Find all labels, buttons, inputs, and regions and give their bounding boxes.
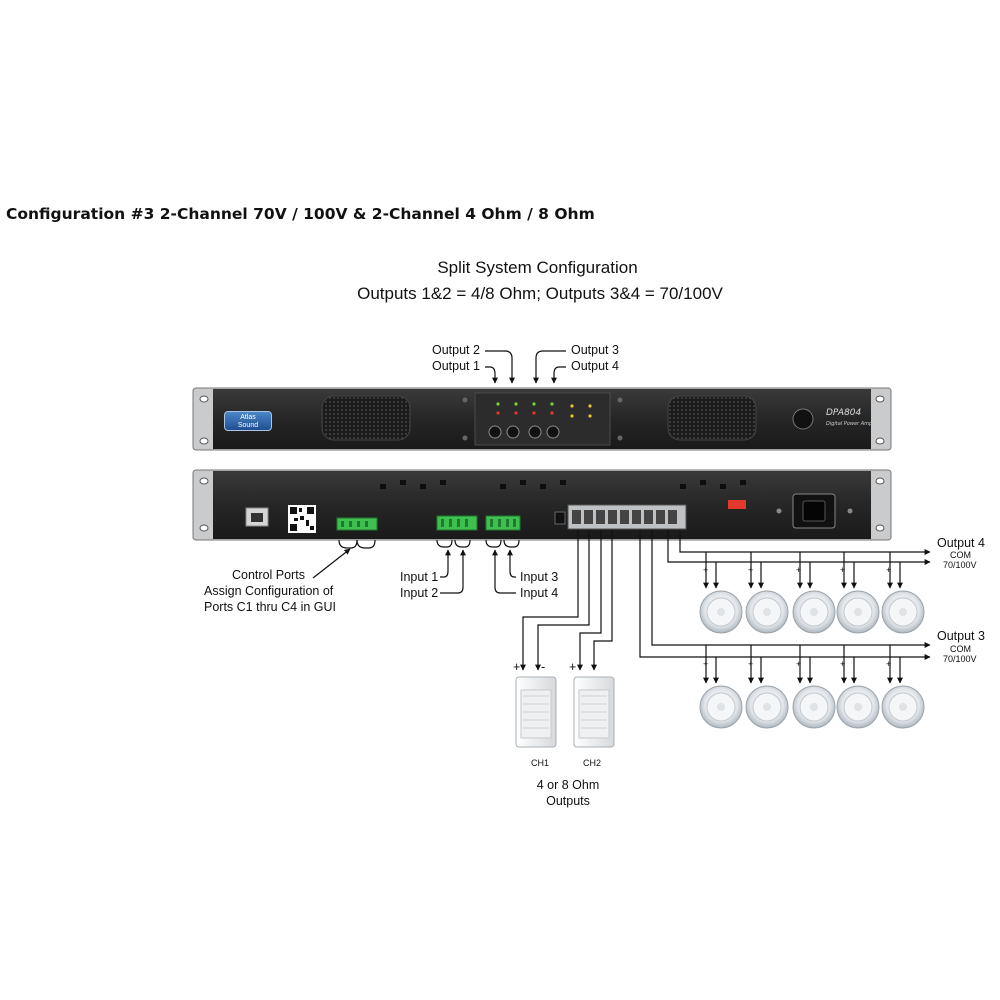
polarity-plus: +: [886, 659, 892, 669]
ohm-outputs-line2: Outputs: [546, 794, 590, 808]
input-callouts: [436, 539, 520, 594]
label-output-1: Output 1: [432, 359, 480, 373]
ohm-output-wiring: [520, 530, 613, 671]
output3-wiring: [639, 530, 931, 684]
diagram-subtitle: Outputs 1&2 = 4/8 Ohm; Outputs 3&4 = 70/…: [357, 284, 723, 303]
polarity-plus: +: [886, 565, 892, 575]
output3-com: COM: [950, 644, 971, 654]
ch2-plus: +: [569, 660, 577, 674]
ch1-minus: -: [541, 660, 546, 674]
label-output-3: Output 3: [571, 343, 619, 357]
label-input-1: Input 1: [400, 570, 439, 584]
wall-speakers: [515, 676, 615, 748]
speaker-ch1-label: CH1: [531, 758, 550, 768]
front-output-arrows: [485, 350, 566, 384]
diagram-title: Split System Configuration: [437, 258, 638, 277]
ceiling-speakers-output3: [699, 685, 925, 729]
amplifier-front-panel: [192, 387, 892, 451]
label-output-4: Output 4: [571, 359, 619, 373]
amplifier-rear-panel: [192, 469, 892, 541]
output4-voltage: 70/100V: [943, 560, 977, 570]
label-input-4: Input 4: [520, 586, 559, 600]
polarity-plus: +: [703, 565, 709, 575]
ch2-minus: -: [592, 660, 597, 674]
control-ports-line3: Ports C1 thru C4 in GUI: [204, 600, 336, 614]
polarity-plus: +: [840, 565, 846, 575]
polarity-plus: +: [796, 565, 802, 575]
model-label: DPA804: [826, 408, 862, 418]
speaker-ch2-label: CH2: [583, 758, 602, 768]
polarity-plus: +: [796, 659, 802, 669]
polarity-plus: +: [748, 565, 754, 575]
polarity-plus: +: [748, 659, 754, 669]
output4-wiring: [667, 530, 931, 589]
ch1-plus: +: [513, 660, 521, 674]
label-output3-bus: Output 3: [937, 629, 985, 643]
label-output4-bus: Output 4: [937, 536, 985, 550]
label-input-2: Input 2: [400, 586, 439, 600]
ceiling-speakers-output4: [699, 590, 925, 634]
control-ports-line2: Assign Configuration of: [204, 584, 334, 598]
polarity-plus: +: [840, 659, 846, 669]
brand-line2: Sound: [237, 422, 259, 429]
model-subtitle: Digital Power Amplifier: [826, 421, 884, 427]
label-output-2: Output 2: [432, 343, 480, 357]
polarity-plus: +: [703, 659, 709, 669]
label-input-3: Input 3: [520, 570, 559, 584]
output3-voltage: 70/100V: [943, 654, 977, 664]
ohm-outputs-line1: 4 or 8 Ohm: [536, 778, 600, 792]
configuration-heading: Configuration #3 2-Channel 70V / 100V & …: [6, 205, 595, 223]
control-ports-line1: Control Ports: [232, 568, 305, 582]
output4-com: COM: [950, 550, 971, 560]
control-ports-callout: [312, 539, 376, 579]
brand-line1: Atlas: [240, 414, 256, 421]
brand-logo: Atlas Sound: [224, 411, 272, 431]
